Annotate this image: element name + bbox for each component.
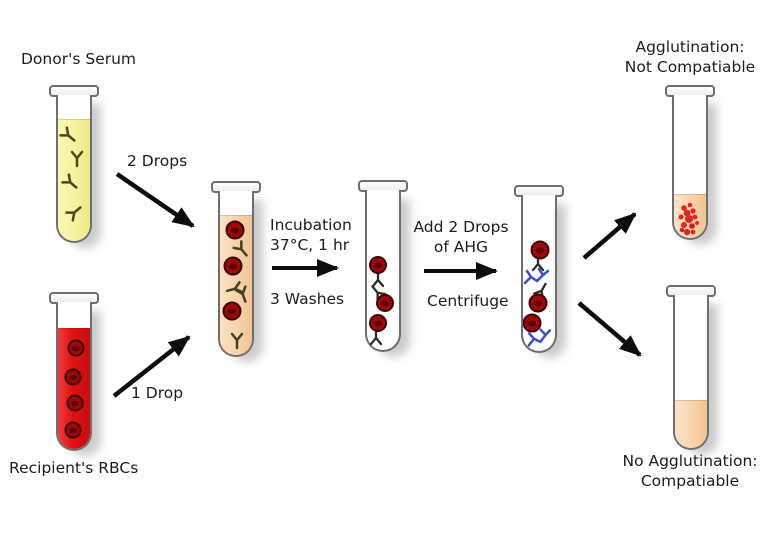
ahg-line1: Add 2 Drops	[413, 218, 509, 236]
antibody-icon	[531, 254, 545, 272]
mixture-liquid	[220, 215, 252, 355]
incubation-line2: 37°C, 1 hr	[270, 236, 350, 254]
serum-liquid	[58, 119, 90, 241]
tube-body	[218, 191, 254, 357]
result-liquid	[674, 194, 706, 238]
rbc-icon	[523, 313, 542, 333]
ahg-link-icon	[527, 328, 552, 347]
ahg-line2: of AHG	[433, 238, 489, 256]
not-compatible-line1: Agglutination:	[635, 38, 745, 56]
compatible-line1: No Agglutination:	[622, 452, 758, 470]
tube-body	[56, 95, 92, 243]
ahg-label: Add 2 Drops of AHG	[413, 217, 509, 257]
two-drops-label: 2 Drops	[127, 152, 188, 170]
antibody-icon	[369, 328, 383, 346]
rbc-icon	[530, 240, 550, 260]
tube-body	[672, 95, 708, 240]
not-compatible-line2: Not Compatiable	[624, 58, 756, 76]
donor-serum-label: Donor's Serum	[21, 50, 137, 68]
centrifuge-label: Centrifuge	[427, 292, 509, 310]
antibody-icon	[371, 270, 385, 288]
arrow-2-drops	[115, 172, 195, 228]
washes-label: 3 Washes	[270, 290, 345, 308]
result-liquid	[675, 400, 707, 448]
tube-body	[521, 195, 557, 353]
not-compatible-label: Agglutination: Not Compatiable	[614, 37, 766, 77]
recipient-rbcs-label: Recipient's RBCs	[9, 459, 139, 477]
tube-body	[56, 302, 92, 451]
blood-liquid	[58, 328, 90, 449]
antibody-icon	[371, 285, 387, 302]
one-drop-label: 1 Drop	[131, 384, 184, 402]
compatible-line2: Compatiable	[640, 472, 740, 490]
rbc-icon	[528, 293, 548, 313]
tube-body	[673, 295, 709, 450]
compatible-label: No Agglutination: Compatiable	[609, 451, 768, 491]
tube-body	[365, 190, 401, 352]
rbc-icon	[369, 256, 387, 274]
arrow-to-compatible	[577, 301, 642, 357]
rbc-icon	[376, 294, 394, 312]
incubation-line1: Incubation	[270, 216, 352, 234]
antibody-icon	[533, 282, 547, 300]
rbc-icon	[369, 314, 387, 332]
incubation-label: Incubation 37°C, 1 hr	[270, 215, 352, 255]
ahg-link-icon	[523, 267, 550, 285]
arrow-to-not-compatible	[582, 212, 637, 260]
